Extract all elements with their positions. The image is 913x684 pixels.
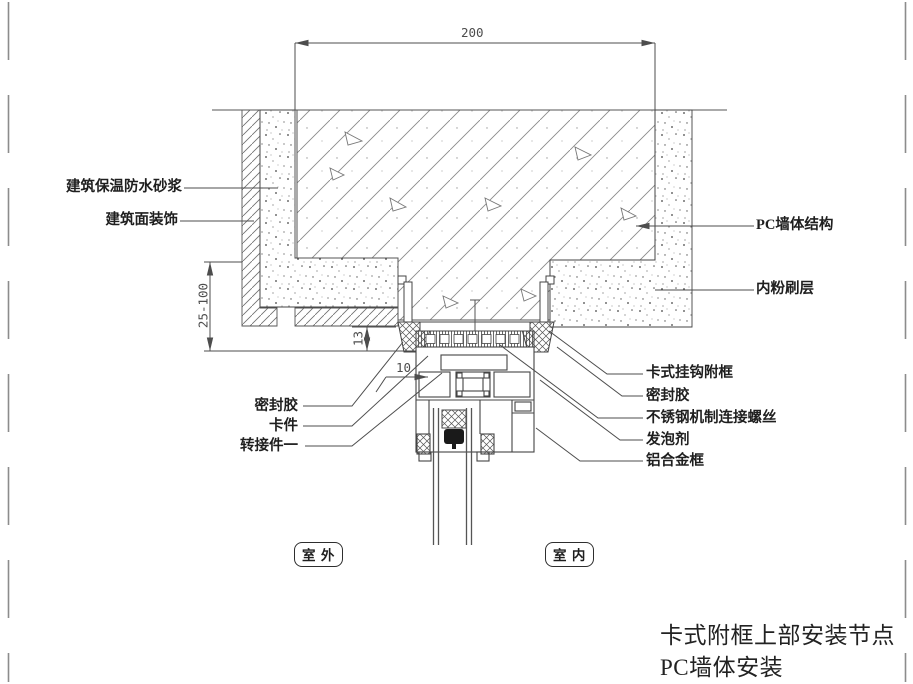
label-adapter: 转接件一 bbox=[240, 438, 298, 454]
dimension-10 bbox=[375, 373, 428, 393]
label-ss-screw: 不锈钢机制连接螺丝 bbox=[646, 410, 777, 426]
screw-slots bbox=[425, 334, 520, 344]
label-inner-plaster: 内粉刷层 bbox=[756, 281, 814, 297]
label-alu-frame: 铝合金框 bbox=[646, 453, 704, 469]
glazing-gasket-right bbox=[480, 433, 495, 455]
label-foam: 发泡剂 bbox=[646, 432, 690, 448]
dim-gap-height: 13 bbox=[350, 330, 366, 347]
leader-lines bbox=[180, 187, 754, 462]
room-label-outdoor: 室 外 bbox=[294, 542, 344, 567]
drawing-title-line1: 卡式附框上部安装节点 bbox=[660, 623, 895, 648]
concrete-aggregate-triangles bbox=[329, 131, 638, 309]
dim-left-height: 25-100 bbox=[195, 282, 211, 329]
insulated-glass-unit bbox=[432, 408, 473, 545]
sheet-border-dashed bbox=[7, 2, 907, 682]
room-label-indoor: 室 内 bbox=[545, 542, 595, 567]
facade-finish-layer bbox=[241, 109, 399, 327]
glazing-gasket-left bbox=[416, 433, 431, 455]
drawing-title-line2: PC墙体安装 bbox=[660, 655, 784, 680]
aluminium-frame bbox=[415, 346, 535, 462]
dim-offset: 10 bbox=[396, 360, 412, 375]
label-pc-wall: PC墙体结构 bbox=[756, 217, 834, 233]
dimension-200 bbox=[294, 39, 656, 110]
dimension-25-100 bbox=[204, 261, 416, 352]
label-clip: 卡件 bbox=[269, 418, 298, 434]
hook-frame-assembly bbox=[397, 275, 555, 353]
label-hook-frame: 卡式挂钩附框 bbox=[646, 365, 733, 381]
dimension-13 bbox=[352, 326, 396, 351]
label-facade-finish: 建筑面装饰 bbox=[105, 212, 179, 228]
label-sealant-left: 密封胶 bbox=[254, 398, 299, 414]
label-insulation-mortar: 建筑保温防水砂浆 bbox=[66, 179, 182, 195]
screw-centerline bbox=[470, 299, 480, 331]
dim-top-width: 200 bbox=[461, 25, 484, 40]
label-sealant-right: 密封胶 bbox=[646, 388, 690, 404]
